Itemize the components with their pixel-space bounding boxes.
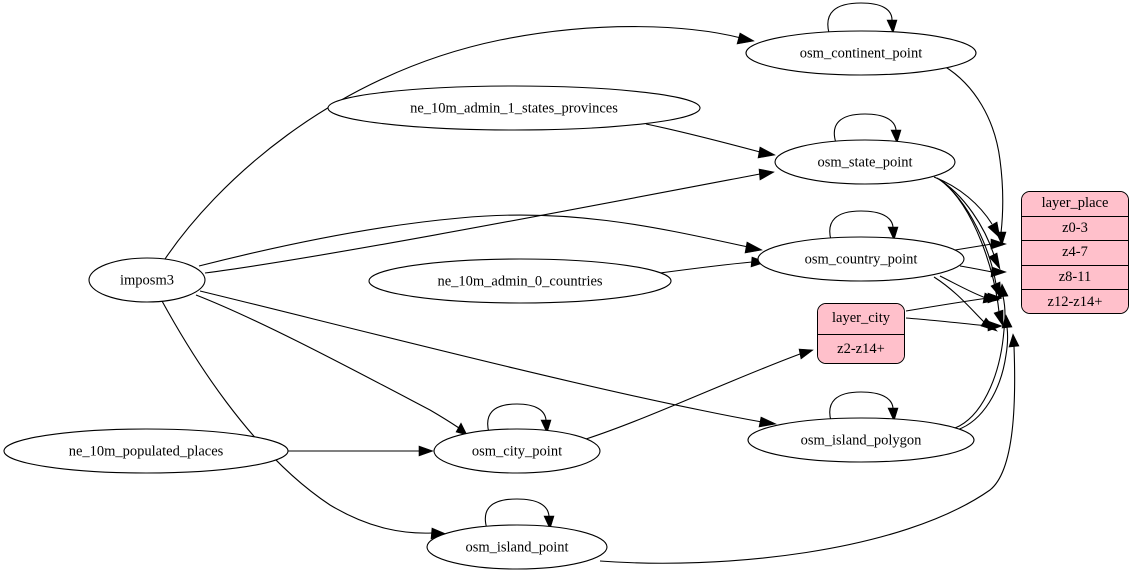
layer_place-row-z0-3[interactable]: z0-3	[1022, 216, 1128, 242]
arrowhead-island_polygon-z8_11	[997, 283, 1009, 298]
arrowhead-selfloop-osm_island_point	[543, 515, 555, 530]
layer_city-row-title[interactable]: layer_city	[818, 304, 904, 335]
arrowhead-state-z4_7	[988, 252, 1001, 270]
node-ne_10m_admin_1_states_provinces[interactable]: ne_10m_admin_1_states_provinces	[327, 85, 701, 131]
arrowhead-layer_city-z8_11	[987, 292, 1003, 304]
arrowhead-imposm3-osm_state_point	[758, 168, 775, 181]
node-shape-osm_state_point[interactable]	[774, 139, 956, 185]
layer_city-row-z2-z14plus[interactable]: z2-z14+	[818, 334, 904, 363]
node-label-osm_state_point: osm_state_point	[817, 154, 912, 170]
arrowhead-state-z12_z14	[993, 309, 1004, 327]
node-label-osm_country_point: osm_country_point	[805, 251, 918, 267]
arrowhead-selfloop-osm_country_point	[887, 226, 899, 241]
layer_place-row-title[interactable]: layer_place	[1022, 192, 1128, 217]
arrowhead-selfloop-osm_city_point	[540, 419, 552, 434]
node-layer_city[interactable]: layer_city z2-z14+	[817, 303, 905, 364]
node-osm_country_point[interactable]: osm_country_point	[757, 236, 965, 282]
node-label-imposm3: imposm3	[120, 272, 174, 288]
edge-layer_city-to-layer_place-z8_11	[905, 297, 989, 312]
arrowhead-imposm3-osm_country_point	[744, 241, 763, 254]
selfloop-osm_country_point	[829, 210, 894, 241]
edge-osm_country_point-to-layer_place-z8_11	[939, 275, 987, 299]
layer_place-row-z4-7[interactable]: z4-7	[1022, 241, 1128, 266]
node-label-osm_island_point: osm_island_point	[465, 539, 568, 555]
arrowhead-country-z0_3	[990, 238, 1007, 250]
arrowhead-island_point-z12_z14	[1008, 333, 1020, 348]
arrowhead-imposm3-osm_city_point	[455, 422, 468, 436]
edge-layer_city-to-layer_place-z12_z14	[905, 317, 989, 327]
node-osm_island_polygon[interactable]: osm_island_polygon	[747, 417, 975, 463]
node-shape-ne_10m_admin_0_countries[interactable]	[368, 258, 672, 304]
selfloop-osm_state_point	[833, 113, 897, 144]
layer_place-row-z8-11[interactable]: z8-11	[1022, 265, 1128, 291]
edge-osm_country_point-to-layer_place-z12_z14	[933, 276, 985, 323]
arrowhead-country-z4_7	[990, 266, 1007, 278]
edge-imposm3-to-osm_island_point	[161, 300, 433, 534]
arrowhead-island_polygon-z12_z14	[1001, 314, 1013, 329]
node-osm_island_point[interactable]: osm_island_point	[426, 524, 608, 570]
edge-osm_city_point-to-layer_city-z2_z14	[585, 353, 801, 440]
node-shape-imposm3[interactable]	[88, 257, 206, 303]
edge-imposm3-to-osm_island_polygon	[199, 290, 763, 423]
node-shape-osm_continent_point[interactable]	[745, 30, 977, 76]
node-ne_10m_admin_0_countries[interactable]: ne_10m_admin_0_countries	[368, 258, 672, 304]
edge-osm_country_point-to-layer_place-z0_3	[954, 243, 993, 251]
node-shape-osm_city_point[interactable]	[433, 428, 601, 474]
edge-imposm3-to-osm_country_point	[198, 214, 749, 267]
edge-imposm3-to-osm_continent_point	[164, 26, 742, 260]
edge-osm_island_polygon-to-layer_place-z12_z14	[956, 326, 1009, 431]
node-shape-ne_10m_populated_places[interactable]	[3, 428, 289, 474]
arrowhead-selfloop-osm_continent_point	[886, 19, 898, 34]
node-label-ne_10m_admin_1_states_provinces: ne_10m_admin_1_states_provinces	[410, 100, 618, 116]
node-osm_state_point[interactable]: osm_state_point	[774, 139, 956, 185]
arrowhead-selfloop-osm_island_polygon	[887, 407, 899, 422]
node-shape-ne_10m_admin_1_states_provinces[interactable]	[327, 85, 701, 131]
node-label-osm_island_polygon: osm_island_polygon	[801, 432, 923, 448]
node-layer_place[interactable]: layer_place z0-3 z4-7 z8-11 z12-z14+	[1021, 191, 1129, 314]
edge-layer	[161, 2, 1020, 564]
edge-osm_island_polygon-to-layer_place-z8_11	[954, 295, 1006, 429]
edge-ne_states_provinces-to-osm_state_point	[645, 123, 761, 153]
arrowhead-selfloop-osm_state_point	[890, 129, 902, 144]
edge-osm_continent_point-to-layer_place-z0_3	[943, 65, 1004, 234]
node-shape-osm_island_polygon[interactable]	[747, 417, 975, 463]
selfloop-osm_island_point	[484, 498, 550, 530]
selfloop-osm_city_point	[487, 403, 547, 434]
arrowhead-layer_city-z12_z14	[987, 320, 1003, 332]
node-ne_10m_populated_places[interactable]: ne_10m_populated_places	[3, 428, 289, 474]
selfloop-osm_continent_point	[827, 2, 893, 34]
edge-ne_countries-to-osm_country_point	[659, 261, 753, 274]
node-label-ne_10m_admin_0_countries: ne_10m_admin_0_countries	[437, 273, 602, 289]
edge-osm_state_point-to-layer_place-z4_7	[936, 177, 995, 256]
arrowhead-imposm3-osm_continent_point	[736, 32, 755, 45]
node-shape-osm_country_point[interactable]	[757, 236, 965, 282]
node-label-osm_continent_point: osm_continent_point	[800, 45, 922, 61]
edge-osm_island_point-to-layer_place-z12_z14	[599, 345, 1016, 564]
arrowhead-state-z0_3	[987, 221, 1001, 239]
edge-imposm3-to-osm_city_point	[195, 294, 460, 429]
selfloop-osm_island_polygon	[829, 391, 894, 422]
arrowhead-city_point-layer_city	[798, 348, 814, 360]
node-label-ne_10m_populated_places: ne_10m_populated_places	[69, 443, 224, 459]
arrowhead-ne_populated-osm_city_point	[418, 445, 434, 457]
layer_place-row-z12-z14plus[interactable]: z12-z14+	[1022, 290, 1128, 313]
arrowhead-imposm3-osm_island_polygon	[758, 416, 777, 428]
node-osm_continent_point[interactable]: osm_continent_point	[745, 30, 977, 76]
node-layer: imposm3 ne_10m_admin_1_states_provinces …	[3, 30, 977, 570]
node-imposm3[interactable]: imposm3	[88, 257, 206, 303]
edge-imposm3-to-osm_state_point	[204, 173, 761, 274]
node-shape-osm_island_point[interactable]	[426, 524, 608, 570]
edge-osm_country_point-to-layer_place-z4_7	[959, 265, 993, 273]
arrowhead-ne_states-osm_state_point	[757, 146, 776, 159]
node-label-osm_city_point: osm_city_point	[472, 443, 562, 459]
node-osm_city_point[interactable]: osm_city_point	[433, 428, 601, 474]
